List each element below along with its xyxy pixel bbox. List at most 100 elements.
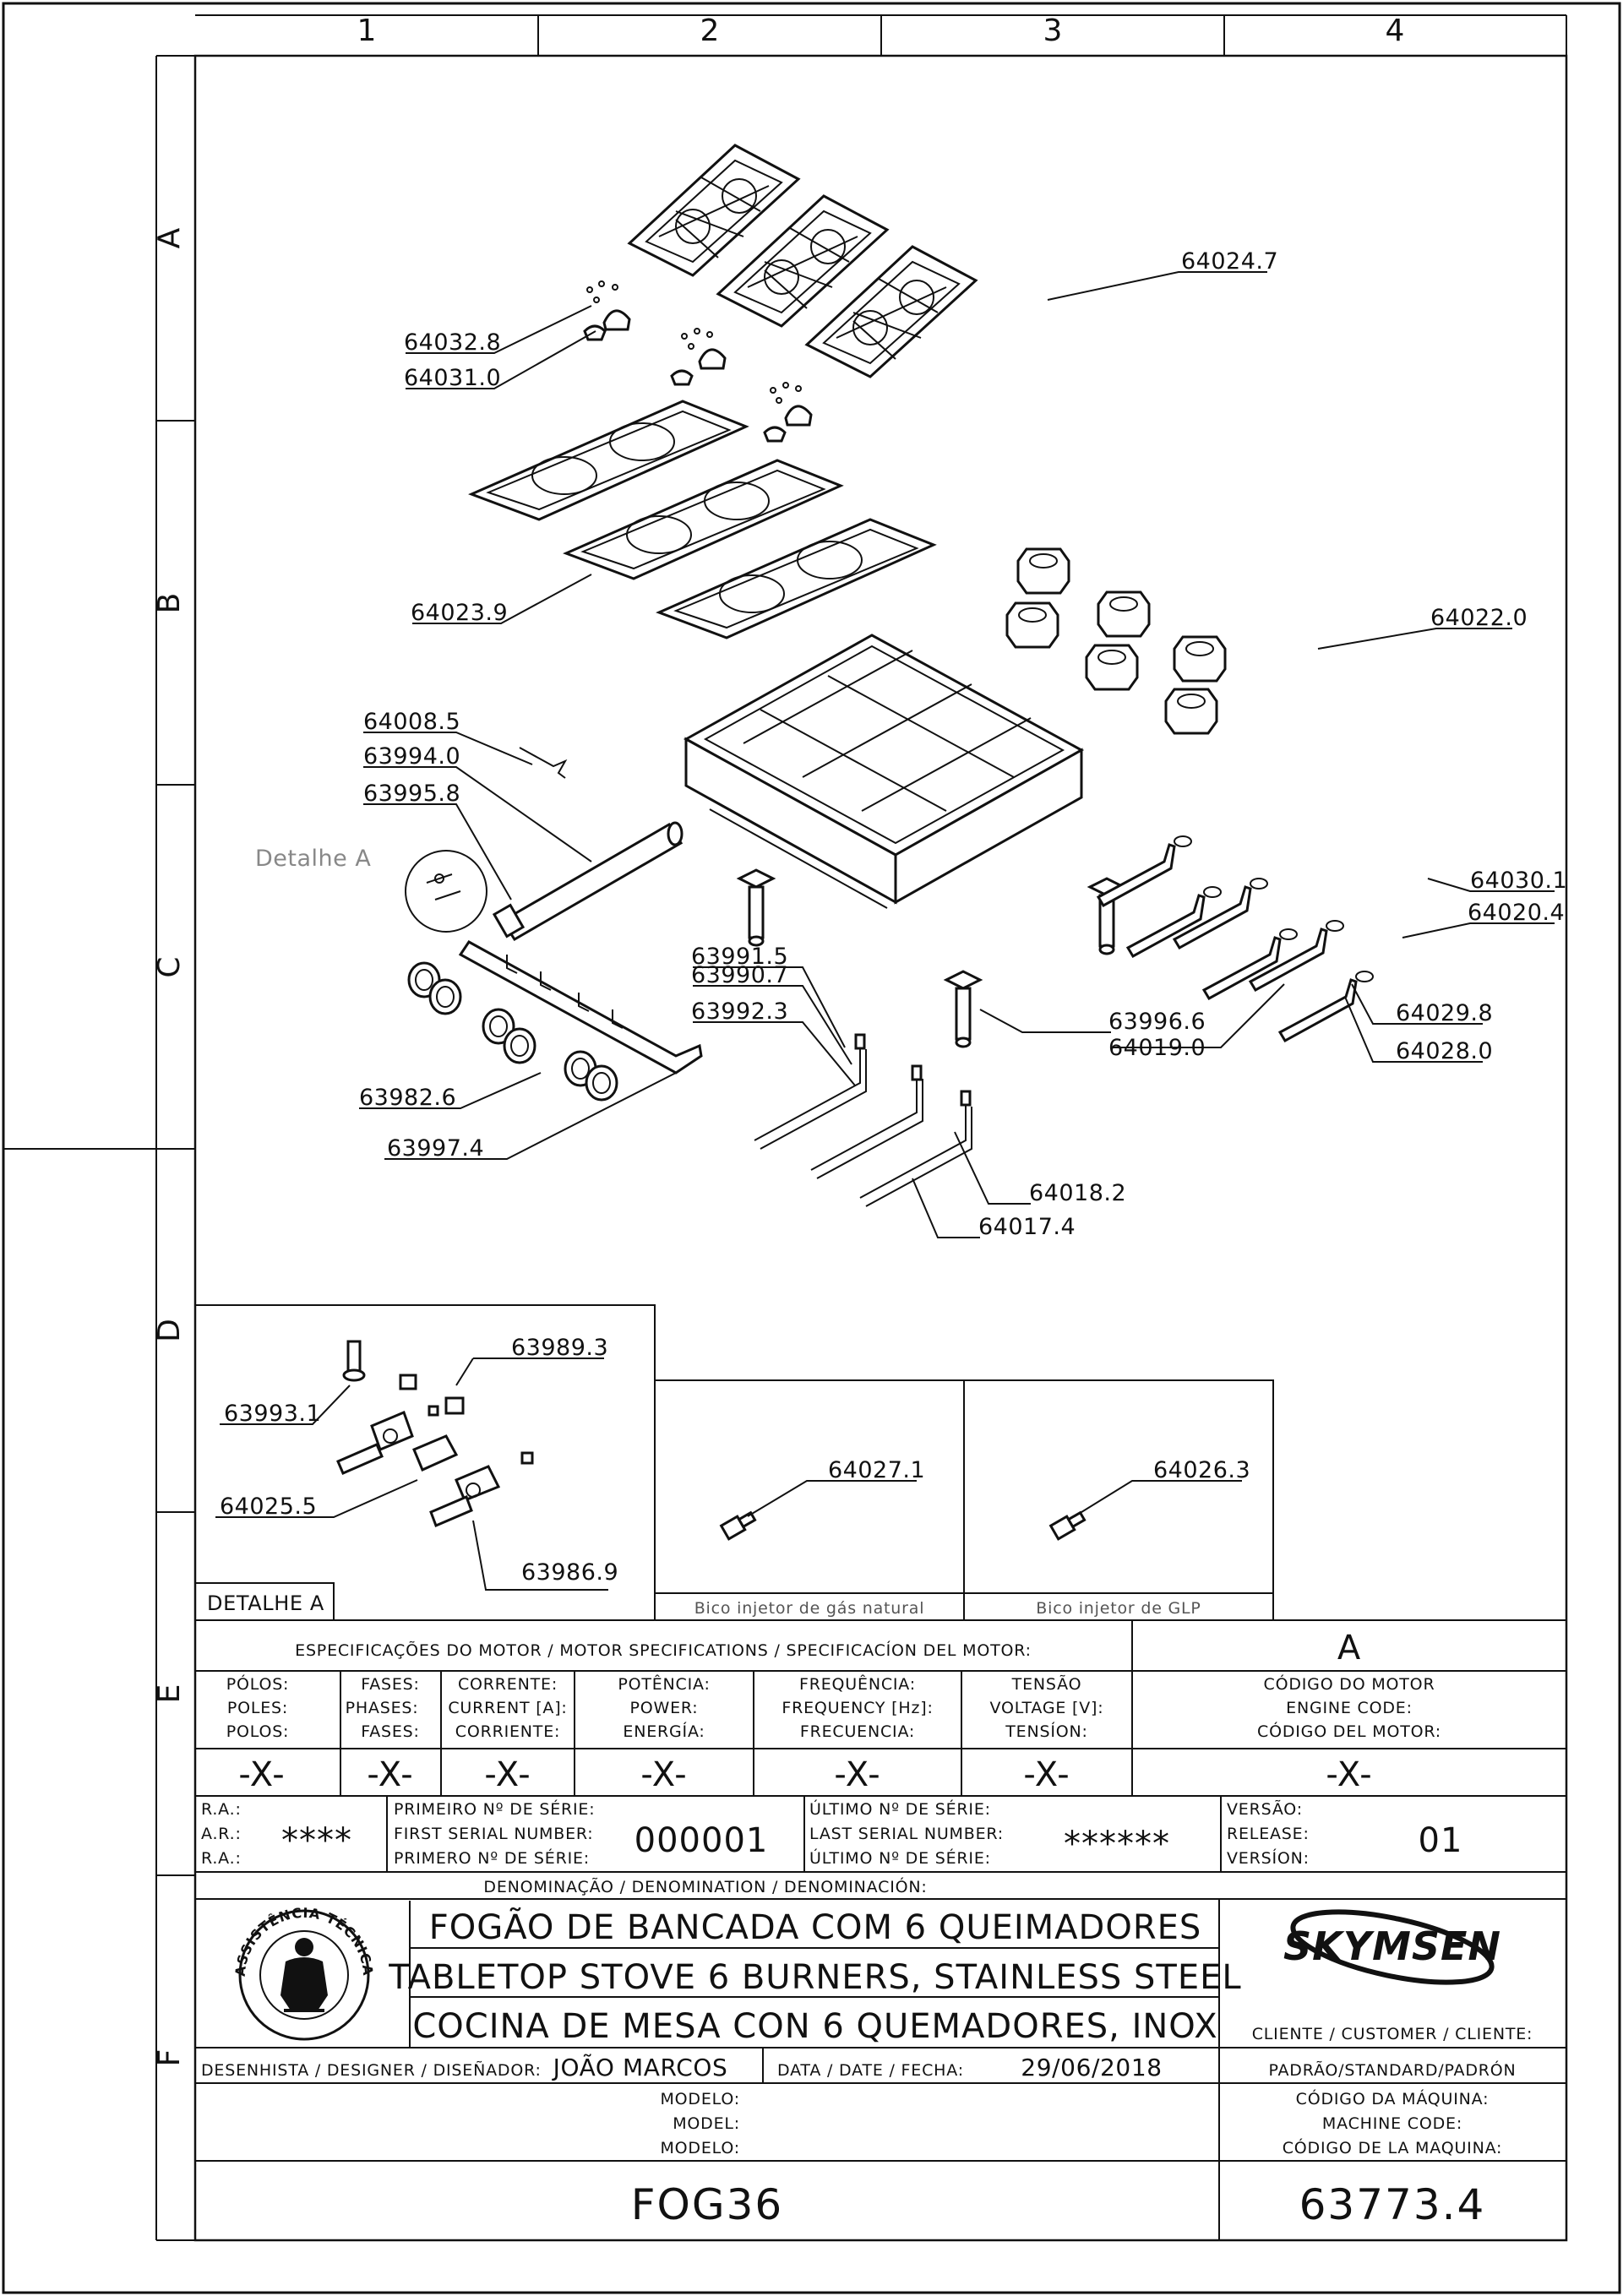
title-line-pt: FOGÃO DE BANCADA COM 6 QUEIMADORES [429,1907,1202,1947]
burner-trays [468,400,937,639]
motor-frequency: FREQUÊNCIA: FREQUENCY [Hz]: FRECUENCIA: … [782,1674,932,1794]
ra-label-en: A.R.: [201,1825,242,1843]
frequency-label-es: FRECUENCIA: [800,1722,915,1741]
part-label-64018-2: 64018.2 [1029,1180,1126,1206]
burner-heads [1005,547,1227,735]
motor-current: CORRENTE: CURRENT [A]: CORRIENTE: -X- [448,1675,566,1794]
gas-manifold [492,821,684,942]
release-field: VERSÃO: RELEASE: VERSÍON: 01 [1227,1799,1462,1868]
voltage-label-es: TENSÍON: [1005,1722,1087,1741]
part-label-64031-0: 64031.0 [404,365,501,391]
part-label-64020-4: 64020.4 [1468,900,1565,926]
last-serial-value: ****** [1064,1825,1170,1863]
motor-engine-code: CÓDIGO DO MOTOR ENGINE CODE: CÓDIGO DEL … [1257,1673,1441,1794]
first-serial-label-en: FIRST SERIAL NUMBER: [394,1825,594,1843]
valve-assembly [336,1340,534,1527]
frequency-value: -X- [834,1755,880,1794]
voltage-label-pt: TENSÃO [1011,1674,1082,1694]
part-label-63994-0: 63994.0 [363,743,460,770]
part-label-64023-9: 64023.9 [411,600,508,626]
detail-a-callout-label: Detalhe A [255,846,371,872]
poles-label-es: POLOS: [226,1722,290,1741]
zone-col-4: 4 [1386,14,1405,48]
power-label-es: ENERGÍA: [623,1722,705,1741]
motor-phases: FASES: PHASES: FASES: -X- [346,1675,420,1794]
voltage-label-en: VOLTAGE [V]: [990,1699,1104,1717]
control-knobs [407,961,618,1102]
part-label-63993-1: 63993.1 [224,1401,321,1427]
machine-code-label-es: CÓDIGO DE LA MAQUINA: [1283,2137,1503,2157]
last-serial-field: ÚLTIMO Nº DE SÉRIE: LAST SERIAL NUMBER: … [809,1798,1170,1868]
svg-text:ASSISTÊNCIA TÉCNICA AUTORIZADA: ASSISTÊNCIA TÉCNICA AUTORIZADA [0,0,376,1977]
detail-a-title: DETALHE A [207,1591,324,1615]
part-label-63991-5: 63991.5 [691,944,788,970]
thermocouple-part [519,747,568,779]
designer-label: DESENHISTA / DESIGNER / DISEÑADOR: [201,2060,542,2080]
part-label-64017-4: 64017.4 [978,1214,1076,1240]
voltage-value: -X- [1023,1755,1070,1794]
row-zone-labels: A B C D E F [152,227,187,2066]
part-label-64022-0: 64022.0 [1430,605,1528,631]
lpg-injector [1048,1510,1087,1541]
motor-revision: A [1337,1629,1361,1668]
detail-a-callout-circle [405,850,487,933]
phases-label-pt: FASES: [361,1675,420,1694]
valve-rail [458,940,703,1075]
customer-value: PADRÃO/STANDARD/PADRÓN [1268,2059,1516,2080]
current-label-pt: CORRENTE: [458,1675,558,1694]
poles-label-pt: PÓLOS: [226,1673,290,1694]
release-label-es: VERSÍON: [1227,1848,1310,1868]
zone-row-f: F [152,2049,187,2067]
zone-row-a: A [152,227,187,248]
part-label-63997-4: 63997.4 [387,1135,484,1162]
part-label-63982-6: 63982.6 [359,1085,456,1111]
current-label-es: CORRIENTE: [455,1722,560,1741]
power-label-en: POWER: [629,1699,698,1717]
natural-gas-caption: Bico injetor de gás natural [694,1599,925,1618]
power-value: -X- [640,1755,687,1794]
ra-label-pt: R.A.: [201,1800,242,1819]
poles-label-en: POLES: [227,1699,288,1717]
machine-code-label-pt: CÓDIGO DA MÁQUINA: [1296,2088,1490,2108]
column-zone-labels: 1 2 3 4 [357,14,1405,48]
power-label-pt: POTÊNCIA: [618,1674,710,1694]
part-label-63992-3: 63992.3 [691,998,788,1025]
burner-grates [627,144,978,378]
injector-detail-panels: Bico injetor de gás natural Bico injetor… [654,1379,1274,1621]
part-label-64027-1: 64027.1 [828,1457,925,1483]
model-value: FOG36 [631,2180,783,2229]
phases-label-en: PHASES: [346,1699,419,1717]
part-label-64019-0: 64019.0 [1108,1035,1206,1061]
grate-supports [583,280,813,443]
part-label-64029-8: 64029.8 [1396,1000,1493,1026]
engine-code-label-en: ENGINE CODE: [1286,1699,1413,1717]
injector-lines [754,1033,972,1207]
first-serial-field: PRIMEIRO Nº DE SÉRIE: FIRST SERIAL NUMBE… [394,1799,769,1868]
motor-poles: PÓLOS: POLES: POLOS: -X- [226,1673,290,1794]
first-serial-label-es: PRIMERO Nº DE SÉRIE: [394,1848,590,1868]
release-value: 01 [1419,1821,1463,1860]
zone-row-c: C [152,956,187,977]
part-label-64024-7: 64024.7 [1181,248,1278,275]
natural-gas-injector [719,1510,757,1541]
part-label-63986-9: 63986.9 [521,1559,618,1586]
current-value: -X- [484,1755,531,1794]
part-label-63996-6: 63996.6 [1108,1009,1206,1035]
customer-label: CLIENTE / CUSTOMER / CLIENTE: [1252,2025,1533,2043]
motor-spec-header: ESPECIFICAÇÕES DO MOTOR / MOTOR SPECIFIC… [295,1640,1032,1660]
title-block: ESPECIFICAÇÕES DO MOTOR / MOTOR SPECIFIC… [0,0,1566,2240]
zone-col-1: 1 [357,14,377,48]
phases-label-es: FASES: [361,1722,420,1741]
date-value: 29/06/2018 [1021,2054,1162,2081]
frequency-label-pt: FREQUÊNCIA: [799,1674,916,1694]
release-label-en: RELEASE: [1227,1825,1310,1843]
ra-field: R.A.: A.R.: R.A.: **** [201,1800,351,1868]
ra-label-es: R.A.: [201,1849,242,1868]
part-label-64030-1: 64030.1 [1470,868,1567,894]
leader-lines [359,271,1555,1238]
seal-text: ASSISTÊNCIA TÉCNICA AUTORIZADA [0,0,375,1977]
first-serial-value: 000001 [634,1821,769,1860]
authorized-service-seal: ASSISTÊNCIA TÉCNICA AUTORIZADA [0,0,376,2041]
model-label: MODELO: MODEL: MODELO: [660,2090,739,2157]
